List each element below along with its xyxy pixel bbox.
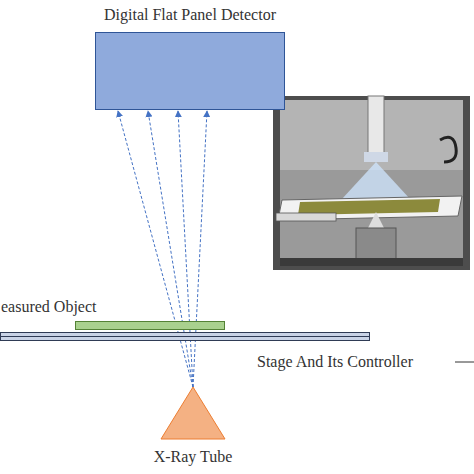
photo-base-rail: [280, 258, 463, 266]
photo-detector: [368, 96, 384, 158]
stage-label: Stage And Its Controller: [257, 353, 413, 371]
xray-tube: X-Ray Tube: [160, 386, 226, 440]
photo-rail: [276, 213, 336, 221]
xray-beam: [118, 111, 193, 387]
stage-divider: [1, 336, 369, 337]
xray-beam: [148, 111, 193, 387]
photo-inset: [273, 96, 470, 270]
detector-box: Digital Flat Panel Detector: [95, 32, 285, 110]
photo-tube-tip: [368, 212, 384, 228]
leader-line: [455, 362, 474, 363]
detector-label: Digital Flat Panel Detector: [104, 6, 276, 24]
stage-bar: Stage And Its Controller: [0, 332, 370, 341]
tube-label: X-Ray Tube: [154, 448, 233, 466]
tube-triangle: [161, 387, 225, 439]
photo-tube-body: [356, 228, 396, 262]
photo-detector-head: [364, 152, 388, 162]
xray-beam: [193, 111, 207, 387]
xray-beam: [178, 111, 193, 387]
tube-outline: [160, 386, 226, 440]
photo-frame: [273, 96, 470, 270]
photo-cable: [440, 137, 456, 162]
object-label: easured Object: [1, 298, 97, 316]
object-plate: easured Object: [75, 321, 225, 330]
